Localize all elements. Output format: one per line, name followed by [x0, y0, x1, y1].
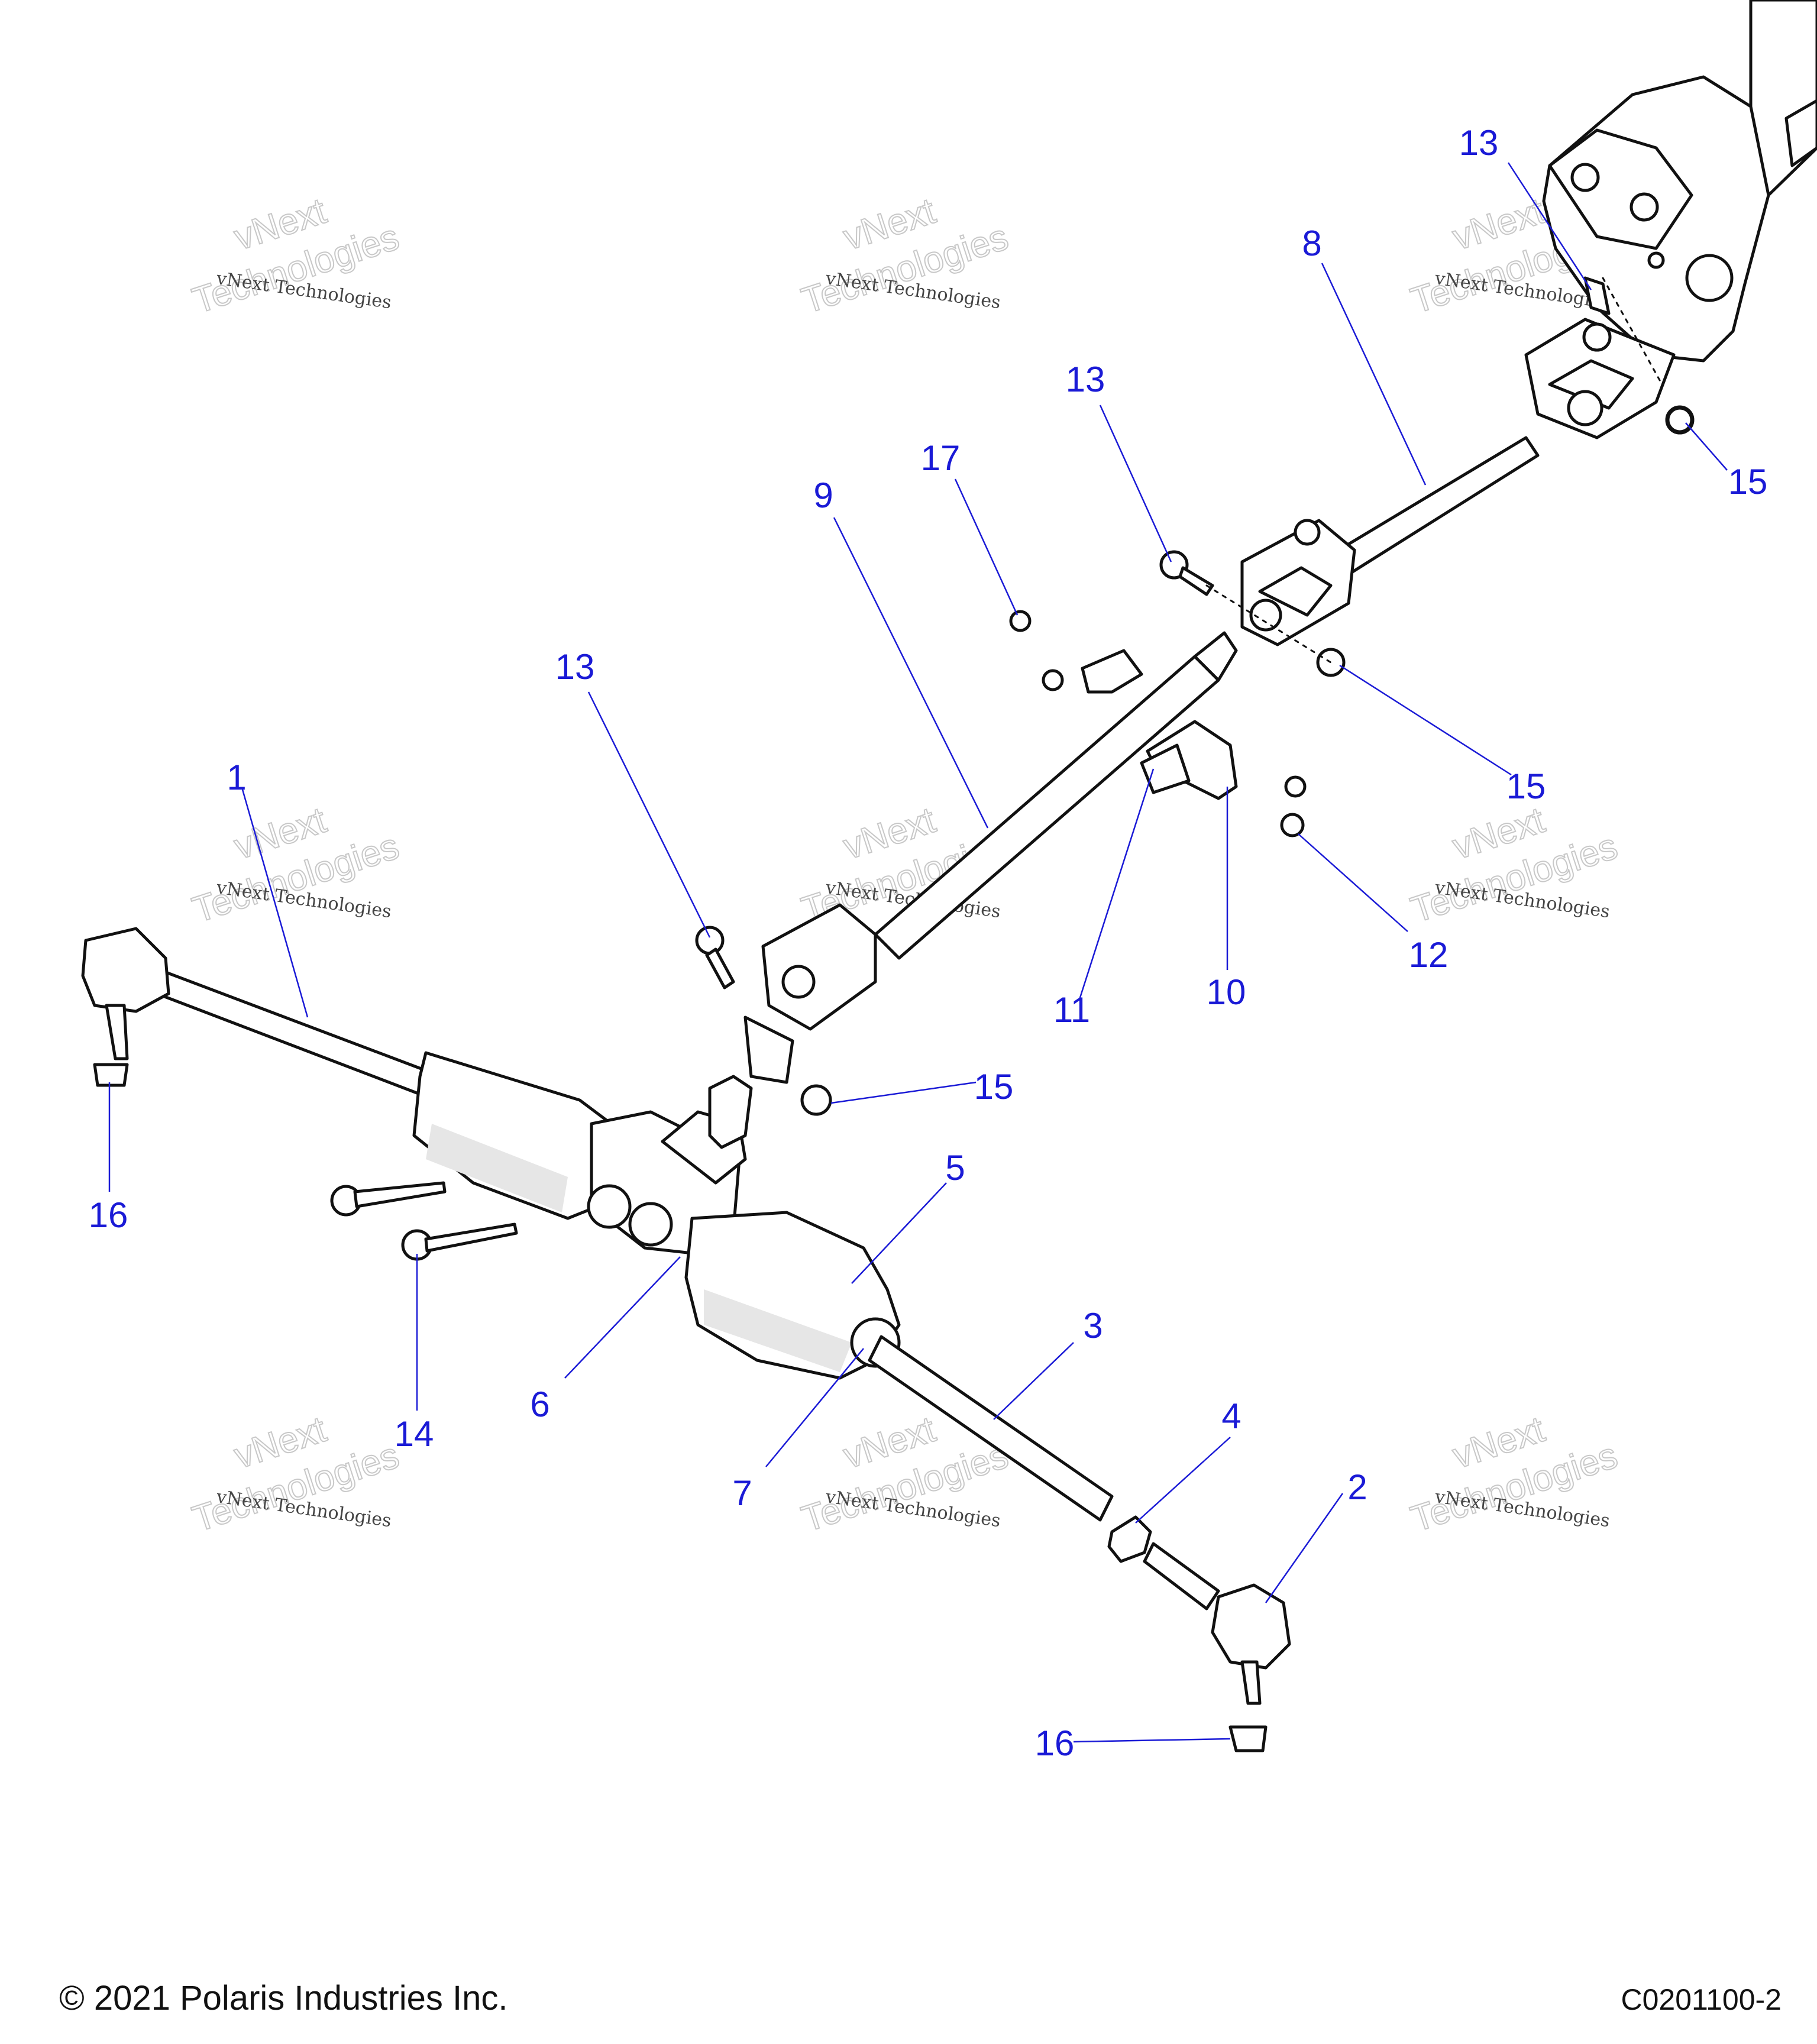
callout-labels: 1 2 3 4 5 6 7 8 9 10 11 12 13 13 13 14 1…	[89, 123, 1768, 1763]
callout-12: 12	[1409, 935, 1449, 975]
callout-17: 17	[921, 438, 961, 478]
callout-13-top: 13	[1459, 123, 1499, 163]
callout-14: 14	[395, 1414, 434, 1454]
clamp-parts	[1009, 610, 1238, 800]
callout-13-left: 13	[555, 647, 595, 687]
callout-3: 3	[1083, 1306, 1103, 1346]
callout-16-bottom: 16	[1035, 1723, 1075, 1763]
callout-15-top: 15	[1728, 462, 1768, 502]
callout-15-right: 15	[1506, 767, 1546, 806]
intermediate-u-joint	[1240, 519, 1356, 646]
callout-13-middle: 13	[1066, 360, 1105, 399]
callout-15-lower: 15	[974, 1067, 1014, 1107]
copyright-notice: © 2021 Polaris Industries Inc.	[59, 1979, 508, 2017]
callout-4: 4	[1221, 1396, 1241, 1436]
callout-6: 6	[530, 1385, 549, 1424]
alignment-lines	[1205, 277, 1663, 664]
callout-8: 8	[1302, 224, 1321, 263]
drawing-number: C0201100-2	[1621, 1983, 1782, 2016]
callout-10: 10	[1207, 972, 1246, 1012]
callout-5: 5	[945, 1148, 965, 1188]
callout-11: 11	[1053, 990, 1090, 1030]
callout-1: 1	[227, 758, 246, 797]
callout-7: 7	[732, 1473, 752, 1513]
fasteners	[93, 276, 1693, 1752]
upper-steering-shaft	[1317, 318, 1695, 587]
intermediate-shaft	[743, 631, 1238, 1084]
leader-lines	[108, 162, 1728, 1743]
steering-rack-assembly	[81, 927, 1291, 1705]
callout-9: 9	[813, 476, 833, 515]
callout-2: 2	[1347, 1467, 1367, 1507]
callout-16-left: 16	[89, 1195, 128, 1235]
